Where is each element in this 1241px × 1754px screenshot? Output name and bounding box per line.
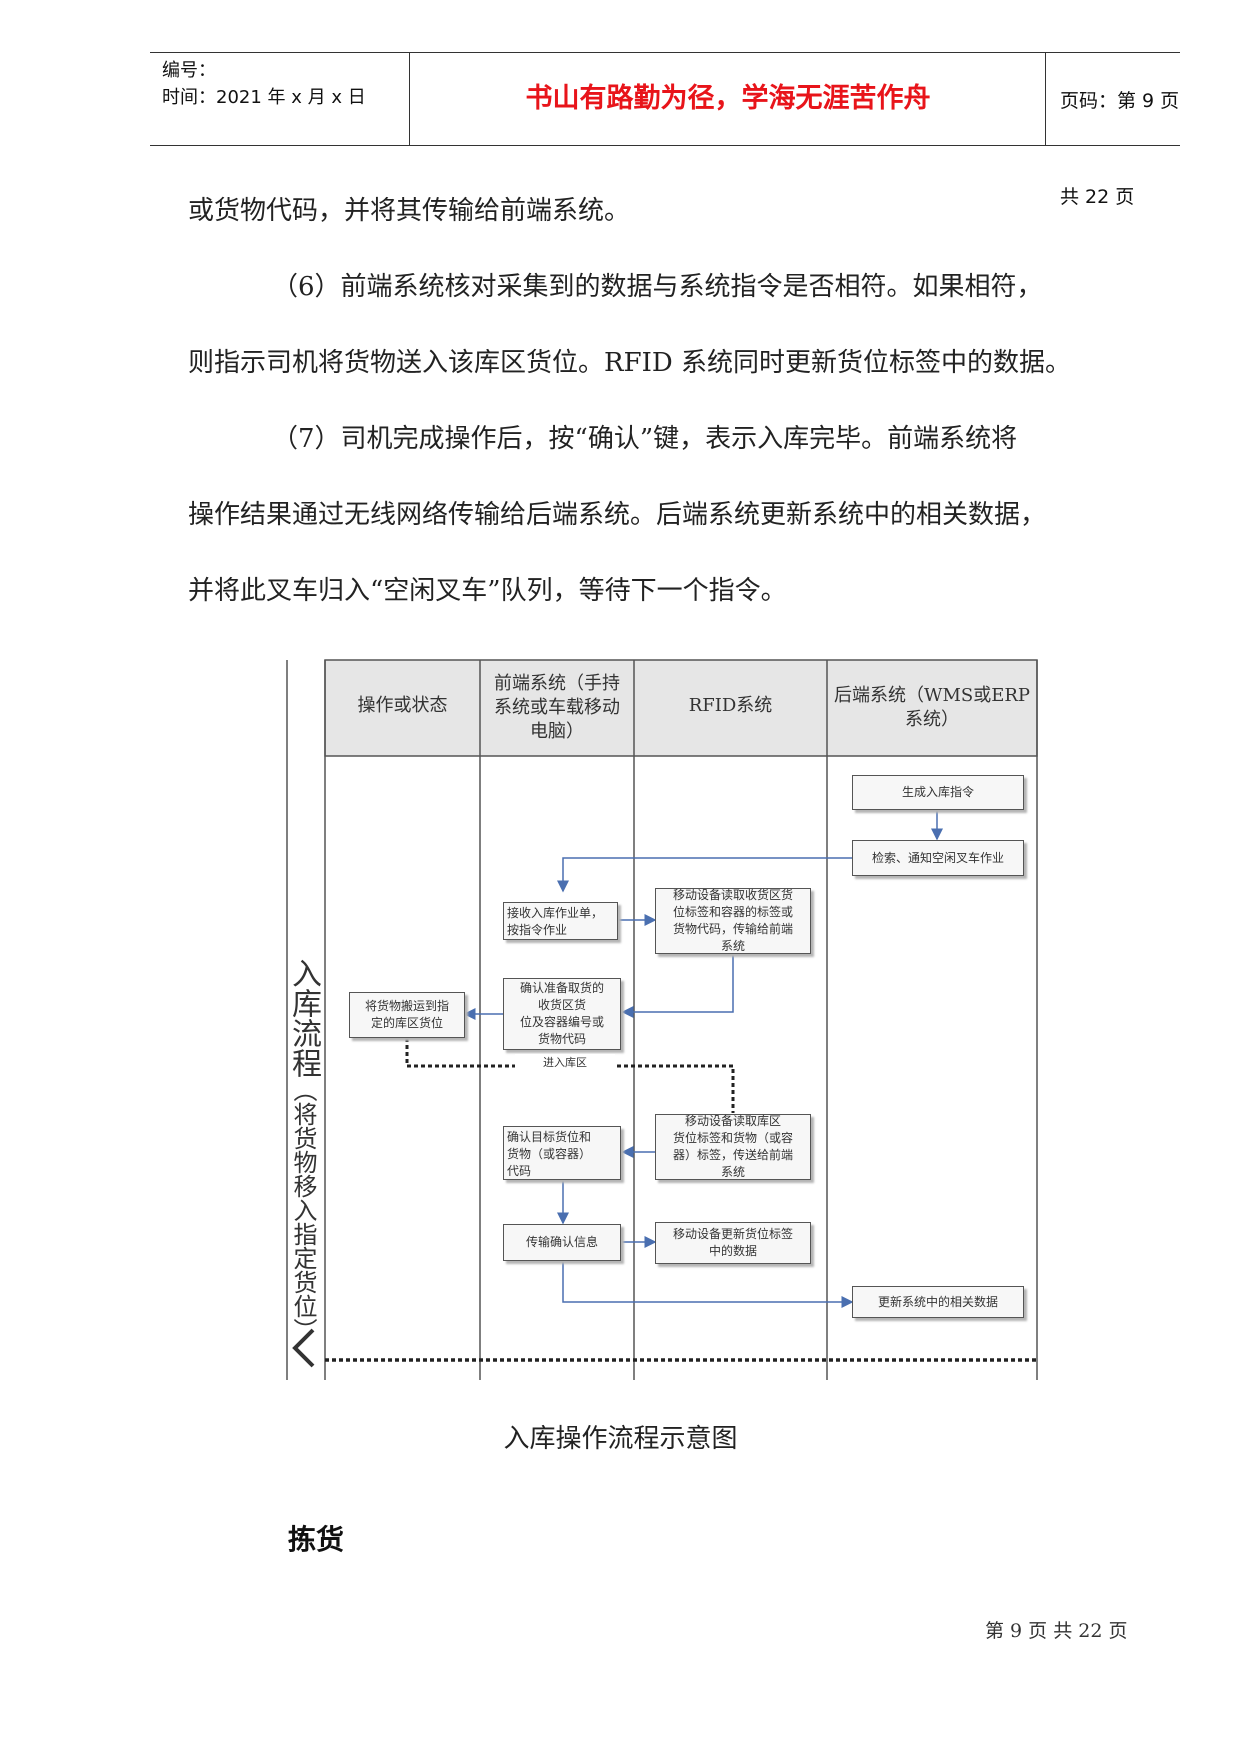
header-divider — [409, 53, 410, 145]
box-move-goods: 将货物搬运到指 定的库区货位 — [349, 992, 465, 1038]
box-line: 移动设备读取库区 — [684, 1114, 781, 1128]
paragraph-line: （6）前端系统核对采集到的数据与系统指令是否相符。如果相符， — [272, 272, 1043, 302]
paragraph-line: 并将此叉车归入“空闲叉车”队列，等待下一个指令。 — [188, 576, 787, 606]
lane-header-frontend: 前端系统（手持 系统或车载移动 电脑） — [480, 672, 634, 744]
page-footer: 第 9 页 共 22 页 — [985, 1620, 1128, 1642]
lane-header-line: 系统或车载移动 — [494, 697, 620, 718]
lane-header-rfid: RFID系统 — [688, 695, 773, 716]
box-update-system: 更新系统中的相关数据 — [852, 1286, 1024, 1318]
box-line: 代码 — [507, 1164, 532, 1178]
header-meta: 编号： 时间：2021 年 x 月 x 日 — [162, 57, 412, 111]
box-generate-order: 生成入库指令 — [852, 775, 1024, 810]
vertical-title-sub: （将货物移入指定货位） — [289, 1078, 317, 1342]
label-enter-area: 进入库区 — [515, 1054, 615, 1070]
inbound-flowchart: 操作或状态 前端系统（手持 系统或车载移动 电脑） RFID系统 后端系统（WM… — [285, 658, 1039, 1382]
box-read-receiving-tags: 移动设备读取收货区货 位标签和容器的标签或 货物代码，传输给前端 系统 — [655, 888, 811, 954]
lane-header-line: 系统） — [905, 709, 959, 730]
box-notify-forklift: 检索、通知空闲叉车作业 — [852, 840, 1024, 876]
section-title: 拣货 — [288, 1523, 345, 1556]
box-confirm-target: 确认目标货位和 货物（或容器） 代码 — [503, 1126, 621, 1180]
box-line: 确认目标货位和 — [507, 1130, 592, 1144]
box-line: 中的数据 — [708, 1244, 757, 1258]
box-line: 按指令作业 — [507, 923, 568, 937]
box-update-tag: 移动设备更新货位标签 中的数据 — [655, 1222, 811, 1264]
lane-header-line: 后端系统（WMS或ERP — [833, 685, 1031, 706]
box-line: 定的库区货位 — [370, 1016, 443, 1030]
page-header: 编号： 时间：2021 年 x 月 x 日 书山有路勤为径，学海无涯苦作舟 页码… — [150, 52, 1180, 208]
lane-header-backend: 后端系统（WMS或ERP 系统） — [827, 684, 1037, 732]
box-line: 货物代码，传输给前端 — [672, 922, 793, 936]
figure-caption: 入库操作流程示意图 — [503, 1424, 738, 1454]
box-line: 器）标签，传送给前端 — [672, 1148, 793, 1162]
box-line: 位标签和容器的标签或 — [672, 905, 793, 919]
box-line: 移动设备读取收货区货 — [672, 888, 793, 902]
box-line: 移动设备更新货位标签 — [672, 1227, 793, 1241]
box-line: 位及容器编号或 — [519, 1015, 604, 1029]
lane-header-operation: 操作或状态 — [357, 695, 448, 716]
box-line: 系统 — [720, 1165, 745, 1179]
box-line: 货物代码 — [537, 1032, 586, 1046]
box-line: 货位标签和货物（或容 — [672, 1131, 793, 1145]
header-divider — [1045, 53, 1046, 145]
box-read-storage-tags: 移动设备读取库区 货位标签和货物（或容 器）标签，传送给前端 系统 — [655, 1114, 811, 1180]
time-label: 时间：2021 年 x 月 x 日 — [162, 87, 366, 108]
box-line: 确认准备取货的 — [519, 981, 604, 995]
box-line: 将货物搬运到指 — [364, 999, 449, 1013]
lane-header-line: 前端系统（手持 — [494, 673, 620, 694]
box-line: 系统 — [720, 939, 745, 953]
box-transmit-confirm: 传输确认信息 — [503, 1224, 621, 1261]
box-line: 接收入库作业单， — [507, 906, 604, 920]
lane-header-line: 电脑） — [530, 721, 584, 742]
box-confirm-pickup: 确认准备取货的 收货区货 位及容器编号或 货物代码 — [503, 978, 621, 1050]
paragraph-line: 或货物代码，并将其传输给前端系统。 — [188, 196, 631, 226]
number-label: 编号： — [162, 60, 216, 81]
box-receive-order: 接收入库作业单， 按指令作业 — [503, 902, 618, 940]
vertical-process-title: 入库流程（将货物移入指定货位） — [286, 958, 325, 1370]
header-motto: 书山有路勤为径，学海无涯苦作舟 — [525, 83, 931, 114]
header-page-label: 页码：第 9 页 共 22 页 — [1060, 90, 1180, 208]
flowchart-lines — [286, 659, 1038, 1380]
paragraph-line: 则指示司机将货物送入该库区货位。RFID 系统同时更新货位标签中的数据。 — [188, 348, 1071, 378]
paragraph-line: 操作结果通过无线网络传输给后端系统。后端系统更新系统中的相关数据， — [188, 500, 1047, 530]
vertical-title-main: 入库流程 — [286, 958, 321, 1078]
box-line: 货物（或容器） — [507, 1147, 592, 1161]
paragraph-line: （7）司机完成操作后，按“确认”键，表示入库完毕。前端系统将 — [272, 424, 1018, 454]
box-line: 收货区货 — [537, 998, 586, 1012]
